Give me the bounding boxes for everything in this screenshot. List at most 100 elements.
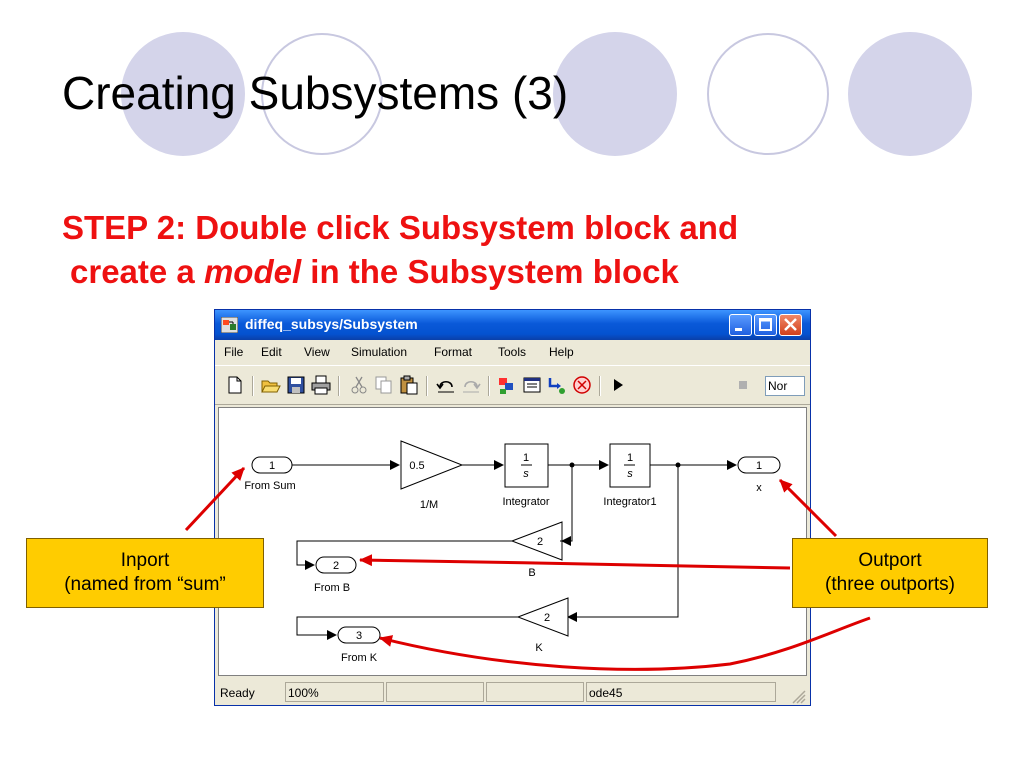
toolbar: Nor <box>215 365 810 405</box>
inport-callout-line-2: (named from “sum” <box>64 574 226 595</box>
gain-b-value: 2 <box>537 536 543 548</box>
inport-from-sum-number: 1 <box>269 460 275 472</box>
gain-b-label: B <box>528 567 535 579</box>
toolbar-separator <box>252 376 254 396</box>
subtitle-line-2-post: in the Subsystem block <box>301 253 679 290</box>
outport-from-b-label: From B <box>314 582 350 594</box>
status-bar: Ready 100% ode45 <box>215 680 810 705</box>
menu-bar: File Edit View Simulation Format Tools H… <box>215 341 810 362</box>
stop-icon[interactable] <box>733 375 753 395</box>
resize-grip-icon[interactable] <box>790 688 806 704</box>
integrator1-numerator: 1 <box>627 452 633 464</box>
menu-format[interactable]: Format <box>434 345 473 359</box>
cut-icon[interactable] <box>349 375 369 395</box>
inport-callout-line-1: Inport <box>120 550 170 571</box>
subtitle-line-1: STEP 2: Double click Subsystem block and <box>62 209 739 246</box>
run-icon[interactable] <box>608 375 628 395</box>
outport-x[interactable] <box>737 456 781 474</box>
menu-tools[interactable]: Tools <box>498 345 527 359</box>
status-state: Ready <box>220 686 255 700</box>
copy-icon[interactable] <box>374 375 394 395</box>
redo-icon[interactable] <box>461 375 481 395</box>
gain-b-block[interactable] <box>510 521 563 561</box>
branch-point <box>675 462 681 468</box>
slide-subtitle: STEP 2: Double click Subsystem block and… <box>62 206 738 294</box>
new-icon[interactable] <box>225 375 245 395</box>
outport-callout-line-1: Outport <box>858 550 922 571</box>
subtitle-line-2: create a model in the Subsystem block <box>62 250 738 294</box>
deco-circle-3 <box>553 32 677 156</box>
outport-x-label: x <box>756 482 762 494</box>
outport-from-k-label: From K <box>341 652 378 664</box>
model-canvas[interactable]: 1 From Sum 0.5 1/M 1 s Integrator 1 s In… <box>218 407 807 676</box>
menu-edit[interactable]: Edit <box>261 345 282 359</box>
print-icon[interactable] <box>311 375 331 395</box>
inport-from-sum[interactable] <box>251 456 293 474</box>
slide-title: Creating Subsystems (3) <box>62 67 569 119</box>
gain-1m-value: 0.5 <box>409 460 424 472</box>
toolbar-separator <box>599 376 601 396</box>
signal-line <box>567 465 679 622</box>
window-title: diffeq_subsys/Subsystem <box>245 316 418 332</box>
outport-x-number: 1 <box>756 460 762 472</box>
library-browser-icon[interactable] <box>497 375 517 395</box>
subtitle-line-2-pre: create a <box>70 253 204 290</box>
model-diagram: 1 From Sum 0.5 1/M 1 s Integrator 1 s In… <box>244 440 781 664</box>
signal-line <box>296 540 512 570</box>
close-button[interactable] <box>779 314 802 336</box>
menu-help[interactable]: Help <box>549 345 574 359</box>
inport-from-sum-label: From Sum <box>244 480 295 492</box>
save-icon[interactable] <box>286 375 306 395</box>
decorative-circles <box>121 32 972 156</box>
branch-point <box>569 462 575 468</box>
deco-circle-1 <box>121 32 245 156</box>
deco-circle-4 <box>707 33 829 155</box>
integrator-label: Integrator <box>502 496 549 508</box>
maximize-icon <box>759 318 772 331</box>
outport-from-b[interactable] <box>315 556 357 574</box>
gain-k-label: K <box>535 642 543 654</box>
minimize-icon <box>735 328 742 331</box>
simulink-app-icon <box>221 317 238 333</box>
integrator1-denominator: s <box>627 468 633 480</box>
toolbar-separator <box>488 376 490 396</box>
signal-line <box>296 616 518 640</box>
menu-file[interactable]: File <box>224 345 244 359</box>
signal-lines <box>292 460 737 640</box>
inport-callout: Inport (named from “sum” <box>26 538 264 608</box>
gain-1m-label: 1/M <box>420 499 438 511</box>
paste-icon[interactable] <box>399 375 419 395</box>
debugger-icon[interactable] <box>547 375 567 395</box>
outport-callout: Outport (three outports) <box>792 538 988 608</box>
outport-from-b-number: 2 <box>333 560 339 572</box>
outport-callout-line-2: (three outports) <box>825 574 955 595</box>
menu-simulation[interactable]: Simulation <box>351 345 408 359</box>
status-zoom: 100% <box>285 682 384 702</box>
sim-time-field[interactable]: Nor <box>765 376 805 396</box>
toolbar-separator <box>338 376 340 396</box>
status-blank-1 <box>386 682 484 702</box>
simulink-window: diffeq_subsys/Subsystem File Edit View S… <box>214 309 811 706</box>
undo-icon[interactable] <box>436 375 456 395</box>
close-icon <box>784 318 797 331</box>
subtitle-emphasis: model <box>203 253 302 290</box>
window-titlebar[interactable]: diffeq_subsys/Subsystem <box>215 310 810 340</box>
maximize-button[interactable] <box>754 314 777 336</box>
signal-line <box>561 465 573 546</box>
outport-from-k-number: 3 <box>356 630 362 642</box>
status-solver: ode45 <box>586 682 776 702</box>
toolbar-separator <box>426 376 428 396</box>
integrator1-label: Integrator1 <box>603 496 656 508</box>
status-blank-2 <box>486 682 584 702</box>
gain-1m-block[interactable] <box>400 440 464 490</box>
gain-k-value: 2 <box>544 612 550 624</box>
menu-view[interactable]: View <box>304 345 330 359</box>
signal-icon[interactable] <box>572 375 592 395</box>
deco-circle-2 <box>261 33 383 155</box>
minimize-button[interactable] <box>729 314 752 336</box>
open-icon[interactable] <box>261 375 281 395</box>
model-explorer-icon[interactable] <box>522 375 542 395</box>
integrator-denominator: s <box>523 468 529 480</box>
deco-circle-5 <box>848 32 972 156</box>
